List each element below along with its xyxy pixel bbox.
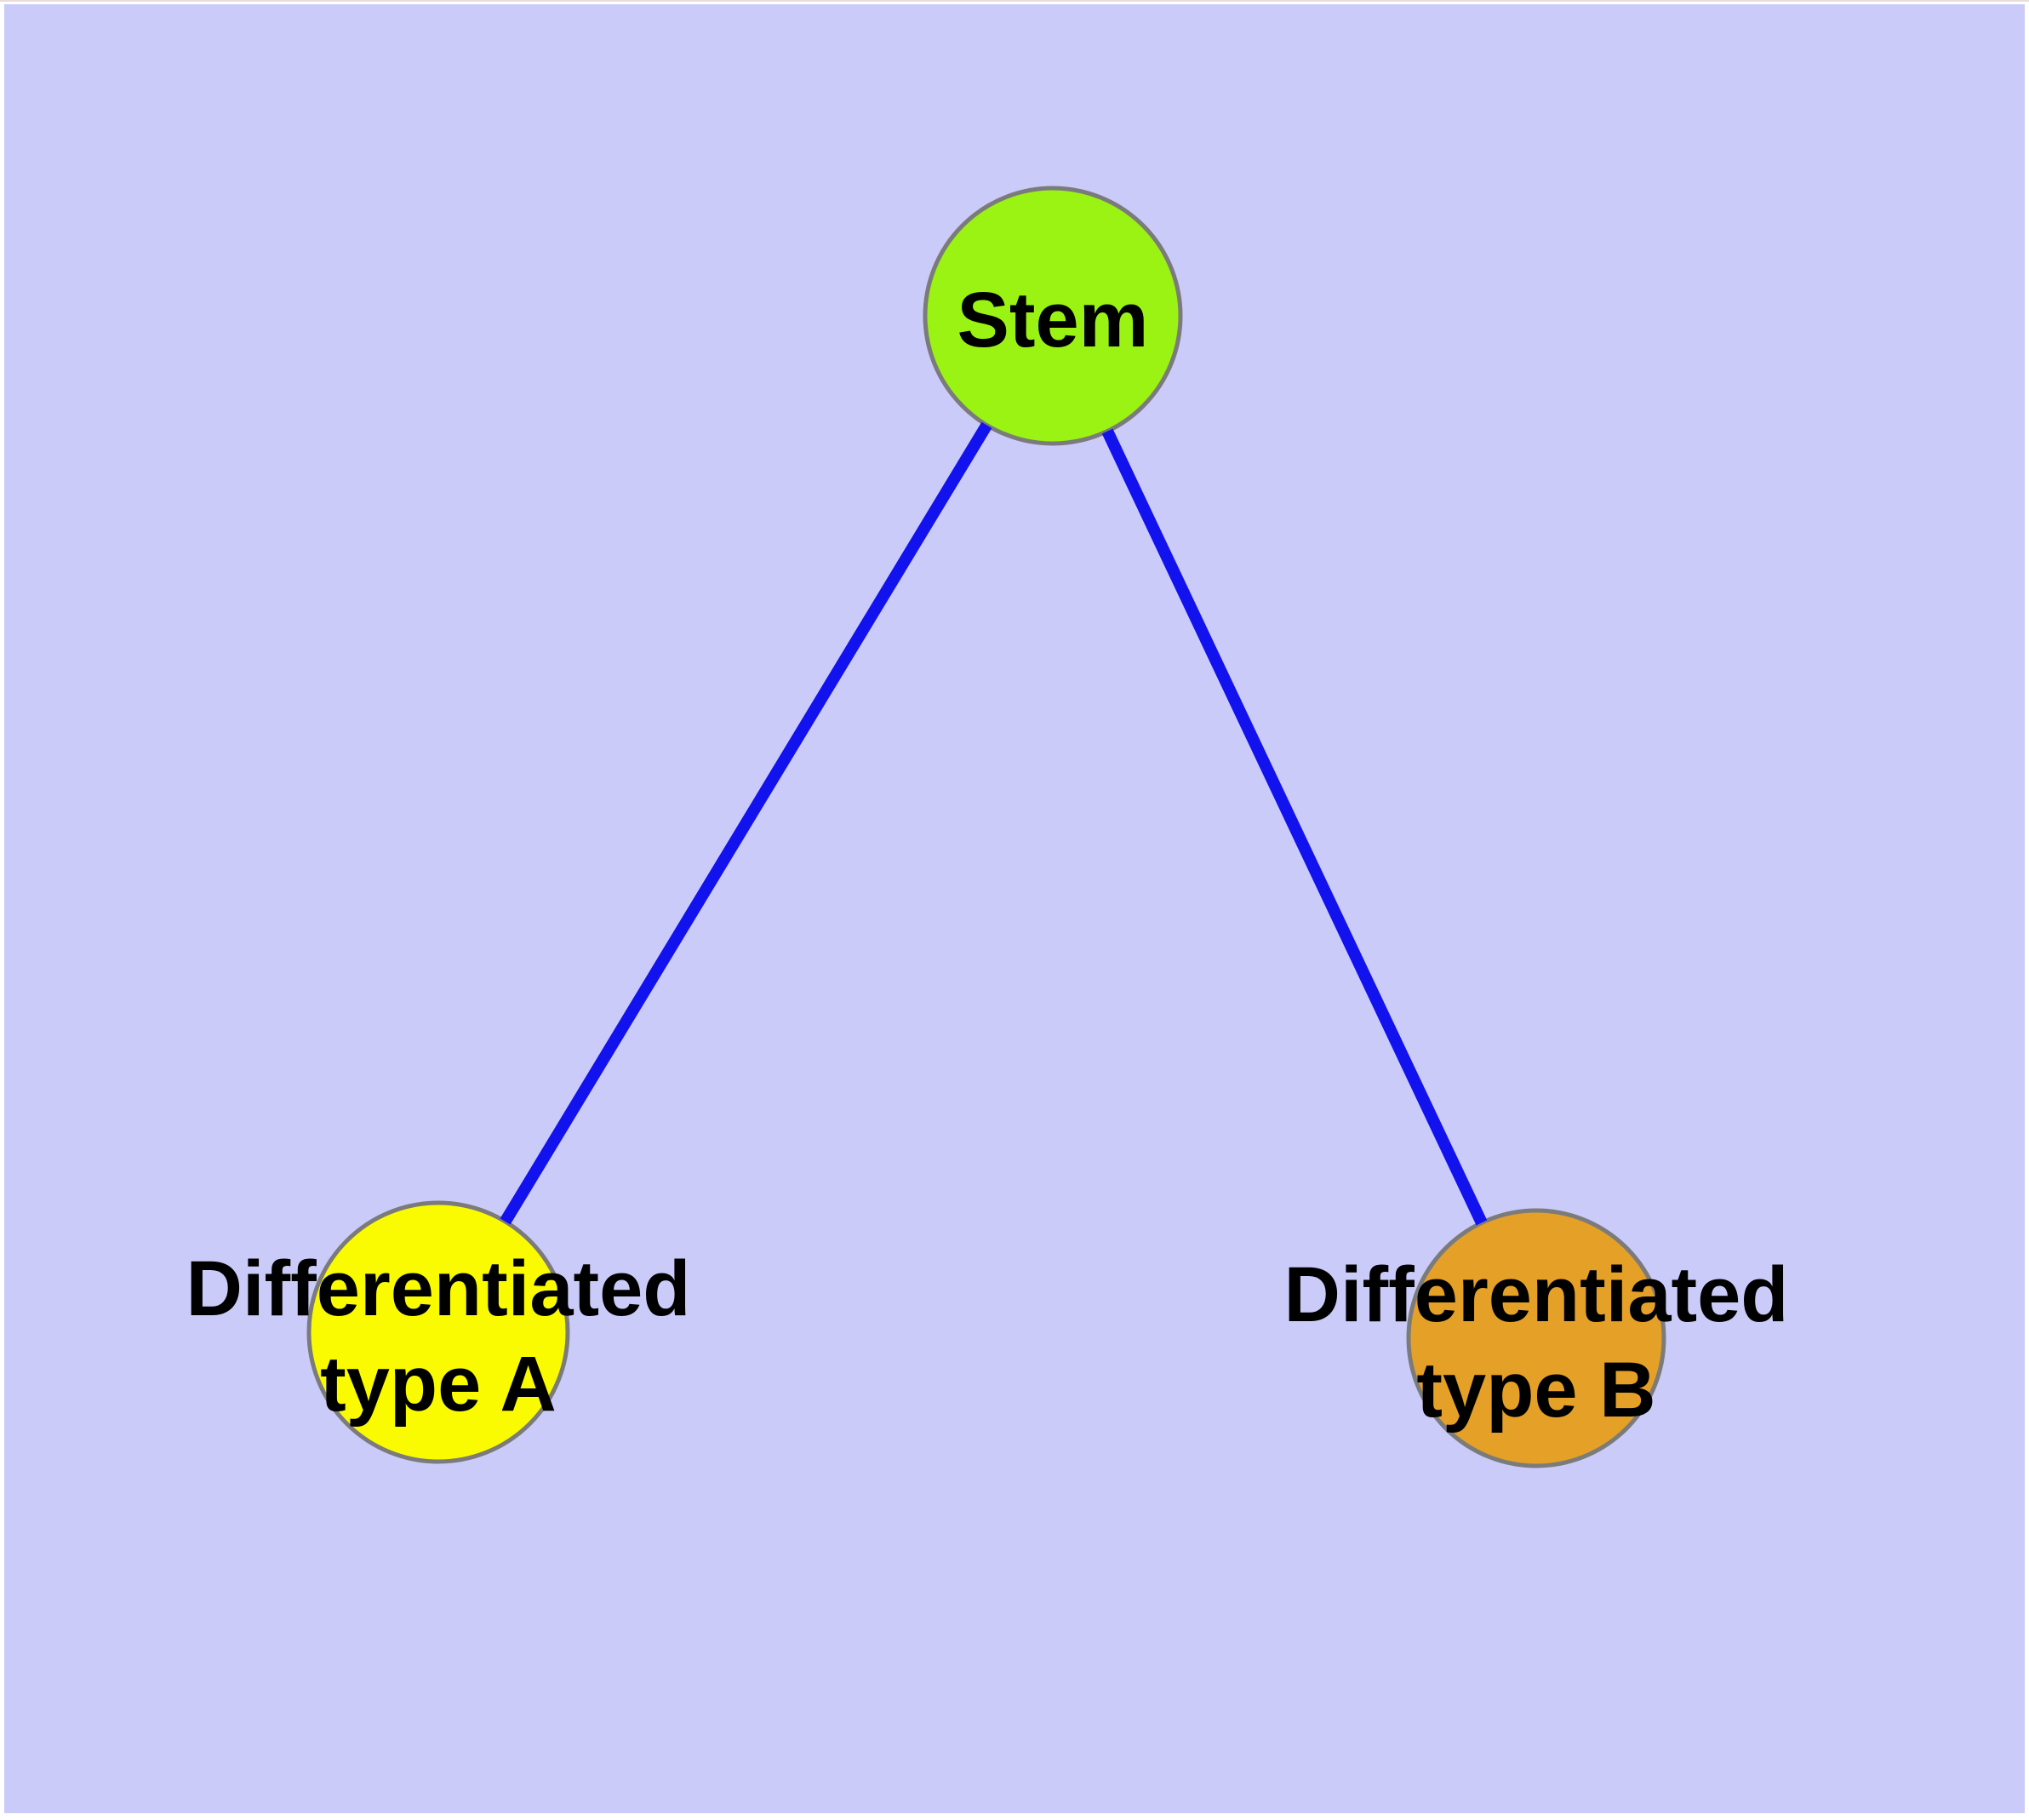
- node-type-a: [306, 1200, 570, 1464]
- label-type-b-line-1: Differentiated: [1284, 1251, 1789, 1338]
- node-type-b: [1406, 1208, 1666, 1468]
- edges-layer: [500, 421, 1488, 1226]
- label-stem-line-1: Stem: [957, 277, 1149, 363]
- edge-stem-type-a: [500, 421, 992, 1225]
- label-type-a-line-1: Differentiated: [186, 1245, 691, 1332]
- label-type-b: Differentiated type B: [1284, 1251, 1789, 1434]
- node-stem: [923, 186, 1183, 446]
- label-stem: Stem: [957, 277, 1149, 363]
- label-type-a-line-2: type A: [320, 1341, 557, 1428]
- label-type-a: Differentiated type A: [186, 1245, 691, 1428]
- label-type-b-line-2: type B: [1416, 1347, 1655, 1434]
- node-circles-layer: [306, 186, 1666, 1468]
- page-top-hairline: [0, 0, 2029, 2]
- edge-stem-type-b: [1101, 428, 1488, 1226]
